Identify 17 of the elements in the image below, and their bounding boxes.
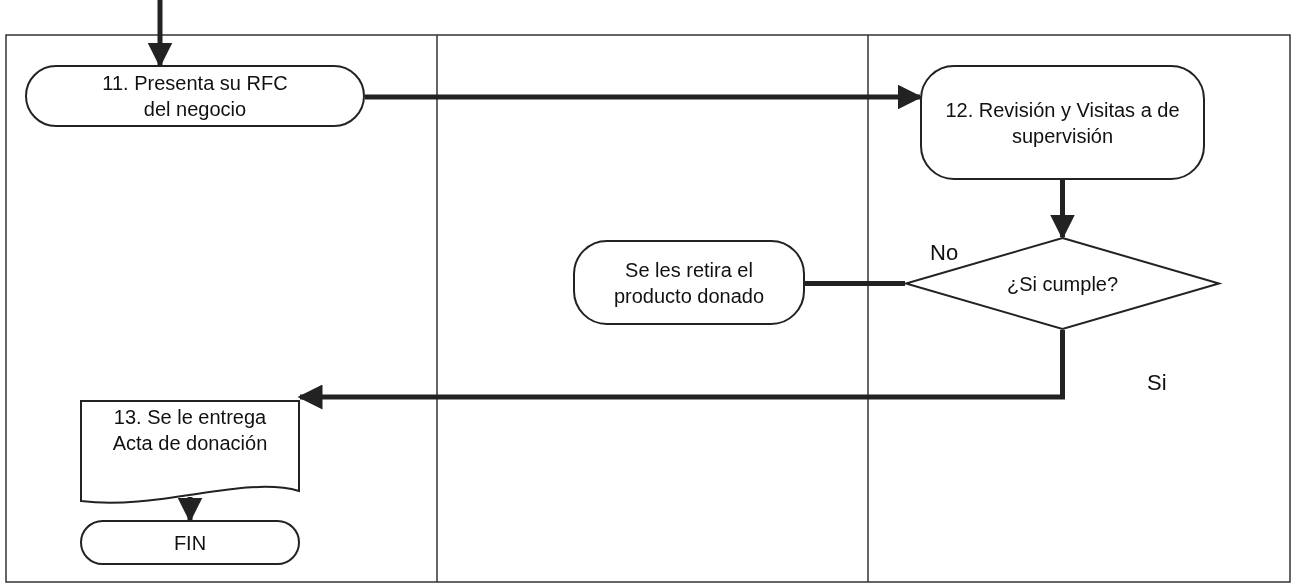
document-shape [80,400,300,505]
arrow [365,84,923,110]
node-text: FIN [172,530,208,556]
arrow [177,497,203,523]
node-text: 12. Revisión y Visitas a de supervisión [944,97,1181,149]
arrow [1050,180,1075,240]
connector-line [805,281,905,286]
node-text: ¿Si cumple? [1005,271,1120,297]
node-text: 11. Presenta su RFC del negocio [101,71,289,122]
process-terminal [920,65,1205,180]
decision-diamond [905,237,1220,330]
arrow [147,0,173,68]
end-terminal [80,520,300,565]
node-text: 13. Se le entrega Acta de donación [111,405,269,456]
arrow [297,330,1065,410]
process-terminal [573,240,805,325]
node-text: Se les retira el producto donado [612,257,766,309]
